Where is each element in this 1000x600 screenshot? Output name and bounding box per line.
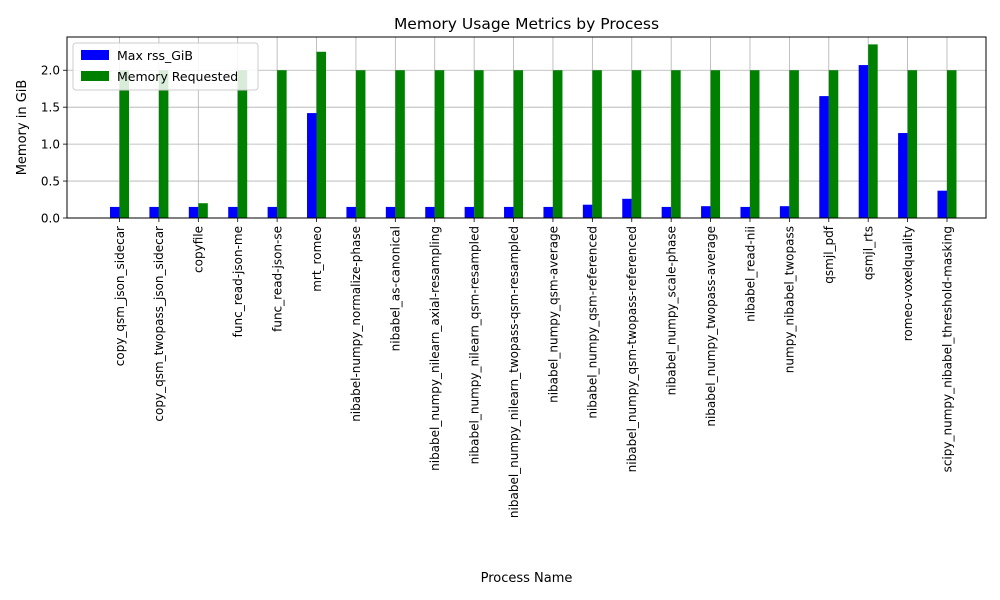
legend-label-max-rss: Max rss_GiB: [117, 48, 193, 63]
bar-memory-requested: [395, 70, 405, 218]
legend-swatch-max-rss: [81, 50, 109, 60]
x-tick-label: scipy_numpy_nibabel_threshold-masking: [940, 226, 954, 472]
bar-memory-requested: [277, 70, 287, 218]
bar-memory-requested: [158, 70, 169, 218]
bar-max-rss: [898, 133, 908, 218]
x-tick-label: nibabel_numpy_twopass-average: [704, 226, 718, 427]
bar-memory-requested: [474, 70, 484, 218]
x-tick-label: nibabel_numpy_scale-phase: [664, 226, 678, 395]
bar-memory-requested: [868, 44, 878, 218]
bar-max-rss: [504, 206, 514, 218]
x-tick-label: nibabel_numpy_nilearn_twopass-qsm-resamp…: [507, 226, 521, 518]
legend: Max rss_GiB Memory Requested: [72, 42, 259, 91]
bar-memory-requested: [592, 70, 602, 218]
x-tick-label: nibabel_numpy_qsm-twopass-referenced: [625, 226, 639, 472]
bar-memory-requested: [710, 70, 721, 218]
plot-frame: [66, 36, 987, 219]
bar-max-rss: [110, 206, 120, 218]
bar-max-rss: [464, 206, 475, 218]
x-tick-label: copy_qsm_twopass_json_sidecar: [152, 226, 166, 422]
bar-memory-requested: [237, 70, 248, 218]
legend-label-memory-requested: Memory Requested: [117, 69, 238, 84]
bar-memory-requested: [789, 70, 799, 218]
bar-memory-requested: [552, 70, 563, 218]
x-tick-label: qsmjl_pdf: [822, 225, 836, 283]
x-tick-label: copyfile: [192, 226, 206, 273]
x-tick-label: qsmjl_rts: [861, 226, 875, 280]
y-tick-label: 1.0: [41, 137, 60, 151]
bar-memory-requested: [907, 70, 918, 218]
x-axis: copy_qsm_json_sidecar copy_qsm_twopass_js…: [113, 218, 954, 518]
bar-max-rss: [307, 113, 317, 218]
bar-max-rss: [425, 206, 435, 218]
bar-max-rss: [228, 206, 238, 218]
y-tick-label: 1.5: [41, 100, 60, 114]
bar-max-rss: [779, 206, 790, 218]
bar-max-rss: [661, 206, 672, 218]
x-tick-label: nibabel_numpy_qsm-average: [546, 226, 560, 403]
bar-memory-requested: [631, 70, 642, 218]
x-tick-label: nibabel-numpy_normalize-phase: [349, 226, 363, 422]
x-axis-label: Process Name: [481, 571, 573, 586]
bar-memory-requested: [316, 51, 327, 218]
y-axis-label: Memory in GiB: [15, 80, 30, 176]
bar-max-rss: [346, 206, 356, 218]
x-tick-label: nibabel_read-nii: [743, 226, 757, 322]
x-tick-label: nibabel_numpy_nilearn_qsm-resampled: [467, 226, 481, 464]
bar-max-rss: [267, 206, 278, 218]
bar-max-rss: [819, 96, 829, 218]
bar-memory-requested: [749, 70, 760, 218]
bar-memory-requested: [828, 70, 839, 218]
bar-max-rss: [543, 206, 553, 218]
bar-max-rss: [385, 206, 396, 218]
bar-max-rss: [582, 204, 593, 218]
y-tick-label: 0.5: [41, 174, 60, 188]
bar-memory-requested: [671, 70, 681, 218]
bar-max-rss: [188, 206, 199, 218]
x-tick-label: nibabel_numpy_qsm-referenced: [586, 226, 600, 419]
x-tick-label: numpy_nibabel_twopass: [783, 226, 797, 373]
legend-swatch-memory-requested: [81, 71, 109, 81]
bar-max-rss: [740, 206, 750, 218]
x-tick-label: nibabel_numpy_nilearn_axial-resampling: [428, 226, 442, 471]
bar-max-rss: [701, 206, 711, 218]
bar-max-rss: [858, 65, 869, 218]
bar-memory-requested: [434, 70, 445, 218]
bars-layer: [110, 44, 957, 218]
chart-title: Memory Usage Metrics by Process: [394, 15, 659, 33]
bar-memory-requested: [119, 70, 129, 218]
x-tick-label: func_read-json-se: [270, 226, 284, 332]
y-axis: 0.0 0.5 1.0 1.5 2.0: [41, 64, 67, 225]
x-tick-label: nibabel_as-canonical: [389, 226, 403, 351]
bar-memory-requested: [947, 70, 957, 218]
x-tick-label: func_read-json-me: [231, 226, 245, 337]
bar-memory-requested: [513, 70, 524, 218]
y-tick-label: 2.0: [41, 64, 60, 78]
x-tick-label: romeo-voxelquality: [901, 226, 915, 341]
x-tick-label: copy_qsm_json_sidecar: [113, 226, 127, 366]
bar-max-rss: [937, 190, 947, 218]
y-tick-label: 0.0: [41, 211, 60, 225]
bar-max-rss: [622, 198, 632, 218]
bar-memory-requested: [198, 203, 208, 218]
x-tick-label: mrt_romeo: [310, 226, 324, 292]
bar-max-rss: [149, 206, 159, 218]
bar-memory-requested: [355, 70, 366, 218]
legend-box: [72, 42, 259, 91]
